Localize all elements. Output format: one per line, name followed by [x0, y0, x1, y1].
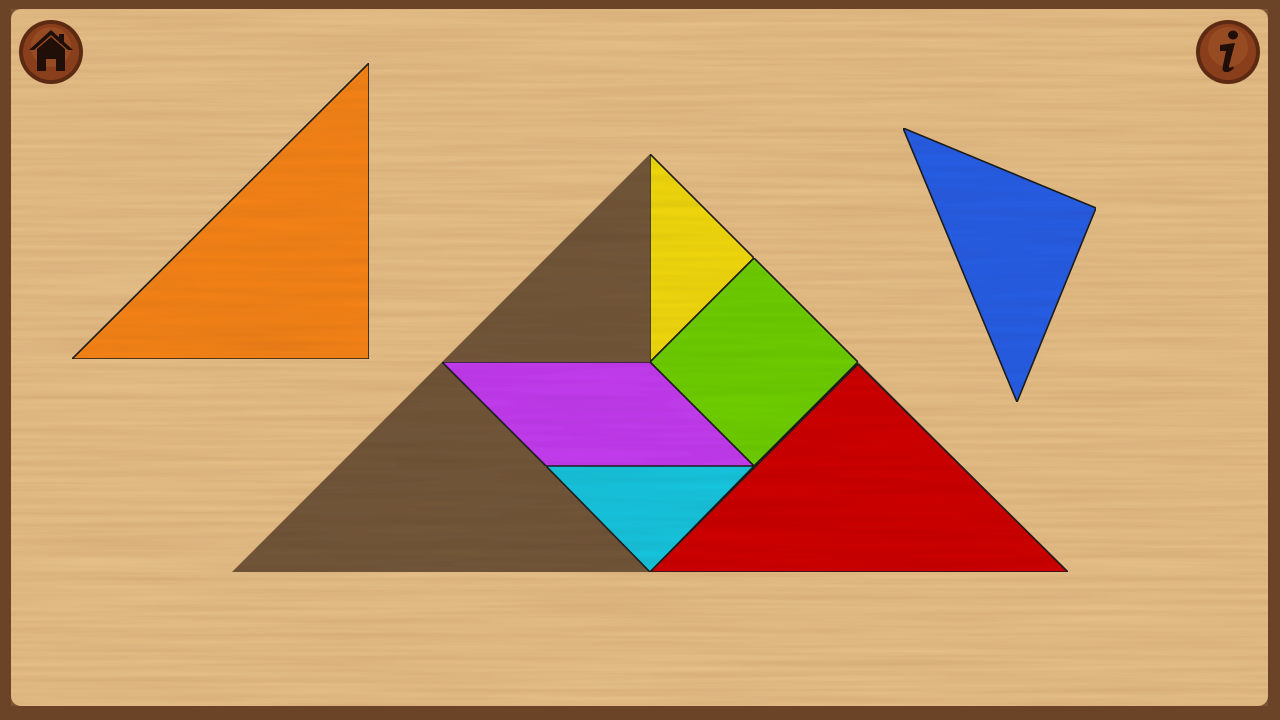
- home-button[interactable]: [18, 19, 84, 85]
- info-button[interactable]: [1195, 19, 1261, 85]
- red-large-triangle[interactable]: [648, 362, 1070, 573]
- info-icon: [1220, 30, 1238, 73]
- blue-medium-triangle[interactable]: [901, 126, 1098, 405]
- home-icon: [29, 30, 73, 71]
- orange-large-triangle[interactable]: [70, 61, 370, 360]
